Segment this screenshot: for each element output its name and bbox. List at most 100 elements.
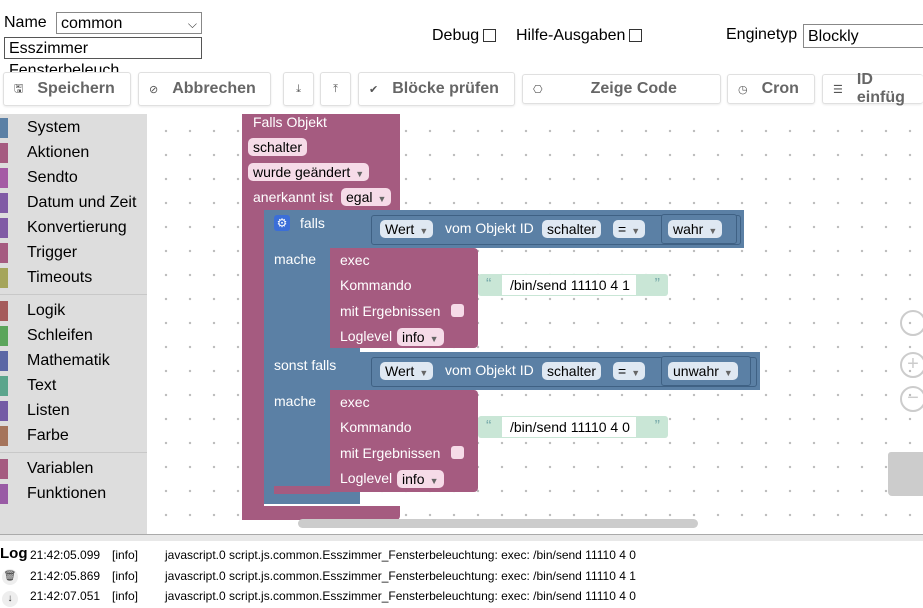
- bool-dropdown-wahr[interactable]: wahr▼: [668, 220, 723, 238]
- cron-button[interactable]: ◷Cron: [727, 74, 815, 104]
- toolbox-category-system[interactable]: System: [0, 117, 147, 139]
- trash-icon[interactable]: [888, 452, 923, 496]
- operator-dropdown-1[interactable]: =▼: [613, 220, 646, 238]
- zoom-out-icon[interactable]: −: [900, 386, 923, 412]
- category-label: Schleifen: [27, 327, 93, 344]
- log-resize-handle[interactable]: [0, 534, 923, 541]
- debug-label: Debug: [432, 27, 480, 44]
- trash-icon[interactable]: 🗑: [2, 569, 18, 585]
- with-results-checkbox[interactable]: [451, 304, 464, 317]
- dropdown-arrow-icon: ▼: [429, 334, 439, 344]
- download-icon[interactable]: ↓: [2, 591, 18, 607]
- hilfe-toggle[interactable]: Hilfe-Ausgaben: [516, 27, 643, 45]
- dropdown-arrow-icon: ▼: [723, 368, 733, 378]
- engine-label: Enginetyp: [726, 26, 798, 43]
- ack-label: anerkannt ist: [253, 189, 334, 205]
- recenter-icon[interactable]: [900, 310, 923, 336]
- toolbox-category-farbe[interactable]: Farbe: [0, 425, 147, 447]
- cron-label: Cron: [761, 80, 799, 97]
- category-label: Timeouts: [27, 269, 93, 286]
- code-icon: ⎔: [533, 83, 543, 96]
- wert-dropdown-2[interactable]: Wert▼: [380, 362, 434, 380]
- loglevel-dropdown-1[interactable]: info ▼: [397, 328, 444, 346]
- hilfe-checkbox[interactable]: [629, 29, 643, 43]
- kommando-label: Kommando: [340, 277, 412, 293]
- toolbox-category-funktionen[interactable]: Funktionen: [0, 483, 147, 505]
- dropdown-arrow-icon: ▼: [631, 368, 641, 378]
- toolbox-category-logik[interactable]: Logik: [0, 300, 147, 322]
- debug-checkbox[interactable]: [483, 29, 497, 43]
- ack-dropdown[interactable]: egal ▼: [341, 188, 392, 206]
- text-block-1[interactable]: “ /bin/send 11110 4 1 ”: [478, 274, 668, 296]
- category-label: Mathematik: [27, 352, 110, 369]
- object-id-value: schalter: [547, 363, 597, 379]
- with-results-checkbox[interactable]: [451, 446, 464, 459]
- loglevel-dropdown-2[interactable]: info▼: [397, 470, 444, 488]
- upload-icon: ⤒: [333, 82, 338, 95]
- script-name-input[interactable]: Esszimmer Fensterbeleuch: [4, 37, 202, 79]
- object-id-field-1[interactable]: schalter: [542, 220, 602, 238]
- export-button[interactable]: ⤓: [283, 72, 314, 106]
- workspace-horizontal-scrollbar[interactable]: [298, 519, 698, 528]
- toolbox-category-trigger[interactable]: Trigger: [0, 242, 147, 264]
- dropdown-arrow-icon: ▼: [631, 226, 641, 236]
- chevron-down-icon: ⌵: [187, 17, 197, 31]
- toolbox-category-timeouts[interactable]: Timeouts: [0, 267, 147, 289]
- mache-label-1: mache: [274, 251, 317, 267]
- toolbox-category-text[interactable]: Text: [0, 375, 147, 397]
- quote-open-icon: “: [486, 418, 492, 435]
- category-label: Variablen: [27, 460, 94, 477]
- operator-dropdown-2[interactable]: =▼: [613, 362, 646, 380]
- log-message: javascript.0 script.js.common.Esszimmer_…: [165, 589, 636, 603]
- toolbox-category-variablen[interactable]: Variablen: [0, 458, 147, 480]
- cancel-button[interactable]: ⊘Abbrechen: [138, 72, 271, 106]
- log-time: 21:42:07.051: [30, 589, 101, 603]
- gear-icon[interactable]: ⚙: [274, 215, 290, 231]
- import-button[interactable]: ⤒: [320, 72, 351, 106]
- toolbox-category-sendto[interactable]: Sendto: [0, 167, 147, 189]
- command-1-field[interactable]: /bin/send 11110 4 1: [502, 275, 636, 295]
- trigger-object-field[interactable]: schalter: [248, 138, 308, 156]
- bool-value: wahr: [673, 221, 704, 237]
- save-button-label: Speichern: [37, 80, 115, 97]
- download-icon: ⤓: [296, 82, 301, 95]
- insert-id-label: ID einfüg: [856, 71, 905, 106]
- trigger-event-dropdown[interactable]: wurde geändert▼: [248, 163, 370, 181]
- blockly-toolbox: System Aktionen Sendto Datum und Zeit Ko…: [0, 114, 147, 534]
- ack-value: egal: [346, 189, 373, 205]
- toolbox-category-listen[interactable]: Listen: [0, 400, 147, 422]
- folder-select[interactable]: common ⌵: [56, 12, 202, 34]
- operator-value: =: [618, 363, 627, 379]
- trigger-object-value: schalter: [253, 139, 303, 155]
- category-color-bar: [0, 193, 8, 213]
- save-button[interactable]: 🖫Speichern: [3, 72, 131, 106]
- insert-id-button[interactable]: ☰ID einfüg: [822, 71, 923, 106]
- object-id-field-2[interactable]: schalter: [542, 362, 602, 380]
- loglevel-label: Loglevel: [340, 328, 393, 344]
- show-code-button[interactable]: ⎔Zeige Code: [522, 74, 721, 104]
- loglevel-label: Loglevel: [340, 470, 393, 486]
- category-color-bar: [0, 426, 8, 446]
- object-id-value: schalter: [547, 221, 597, 237]
- loglevel-value: info: [402, 329, 425, 345]
- blockly-workspace[interactable]: Falls Objekt schalter wurde geändert▼ an…: [147, 114, 923, 534]
- toolbox-category-datum[interactable]: Datum und Zeit: [0, 192, 147, 214]
- debug-toggle[interactable]: Debug: [432, 27, 497, 45]
- toolbox-category-konvertierung[interactable]: Konvertierung: [0, 217, 147, 239]
- text-block-2[interactable]: “ /bin/send 11110 4 0 ”: [478, 416, 668, 438]
- trigger-block-bottom: [242, 506, 400, 520]
- dropdown-arrow-icon: ▼: [377, 194, 387, 204]
- check-blocks-button[interactable]: ✔Blöcke prüfen: [358, 72, 515, 106]
- category-label: Aktionen: [27, 144, 90, 161]
- category-color-bar: [0, 301, 8, 321]
- vom-objekt-label-2: vom Objekt ID: [445, 362, 534, 378]
- zoom-in-icon[interactable]: +: [900, 352, 923, 378]
- engine-select[interactable]: Blockly: [803, 24, 923, 48]
- trigger-block-spine: [242, 210, 264, 520]
- bool-dropdown-unwahr[interactable]: unwahr▼: [668, 362, 738, 380]
- wert-dropdown-1[interactable]: Wert▼: [380, 220, 434, 238]
- command-2-field[interactable]: /bin/send 11110 4 0: [502, 417, 636, 437]
- toolbox-category-mathematik[interactable]: Mathematik: [0, 350, 147, 372]
- toolbox-category-aktionen[interactable]: Aktionen: [0, 142, 147, 164]
- toolbox-category-schleifen[interactable]: Schleifen: [0, 325, 147, 347]
